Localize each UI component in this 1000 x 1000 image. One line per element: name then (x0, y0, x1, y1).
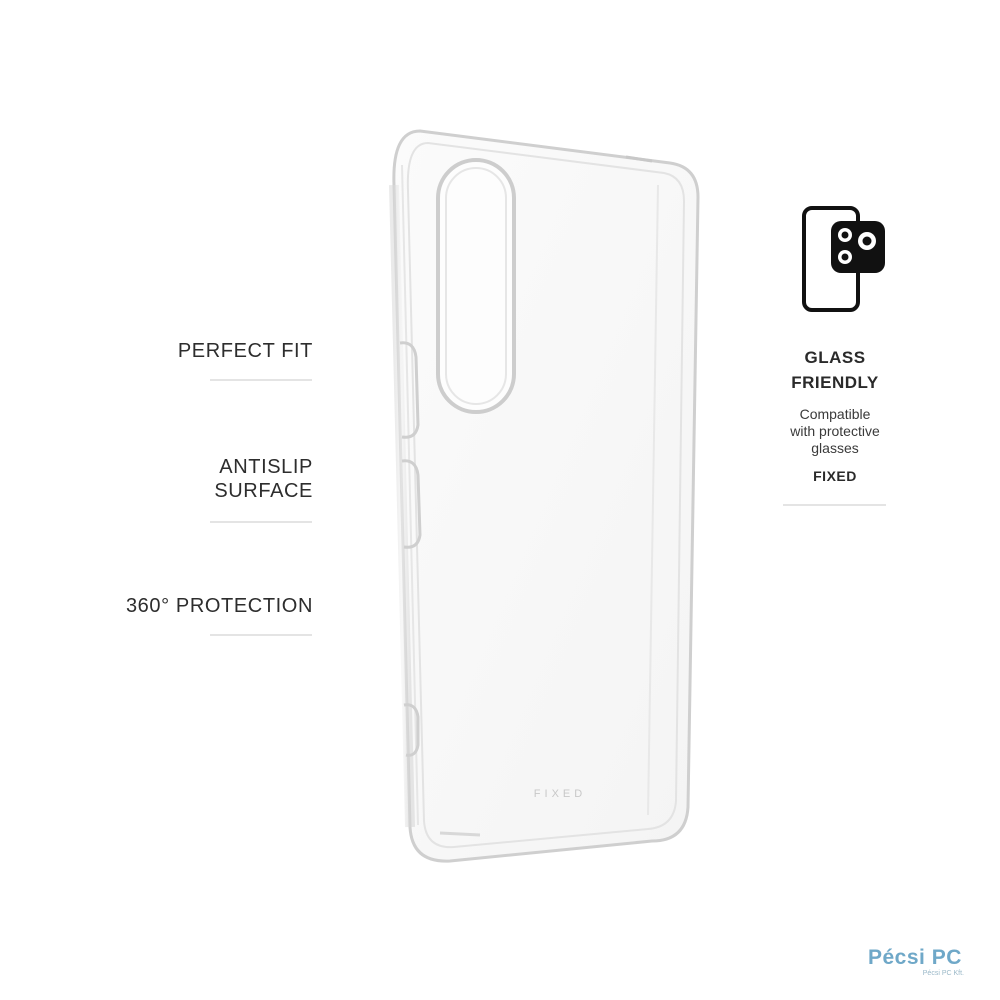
divider (210, 521, 312, 523)
watermark-logo: Pécsi PC Pécsi PC Kft. (868, 946, 968, 986)
camera-cutout (436, 158, 516, 414)
button-cover-volume (399, 341, 420, 439)
feature-perfect-fit: PERFECT FIT (100, 339, 313, 363)
watermark-sub: Pécsi PC Kft. (922, 970, 964, 977)
divider (783, 504, 886, 506)
glass-title-line: GLASS (804, 348, 866, 367)
watermark-brand: Pécsi PC (868, 946, 962, 969)
feature-antislip-surface: ANTISLIP SURFACE (100, 455, 313, 503)
feature-360-protection: 360° PROTECTION (100, 594, 313, 618)
feature-label: SURFACE (214, 480, 313, 502)
clear-phone-case-image: FIXED (389, 129, 700, 863)
glass-friendly-title: GLASS FRIENDLY (760, 345, 910, 395)
button-cover-small (403, 703, 420, 757)
divider (210, 379, 312, 381)
glass-desc-line: with protective (790, 423, 880, 439)
glass-friendly-description: Compatible with protective glasses (760, 406, 910, 457)
glass-desc-line: Compatible (799, 406, 871, 422)
case-logo: FIXED (534, 788, 586, 800)
feature-label: PERFECT FIT (177, 340, 313, 362)
glass-desc-line: glasses (811, 440, 859, 456)
feature-label: ANTISLIP (219, 456, 313, 478)
glass-friendly-brand: FIXED (813, 468, 857, 484)
glass-title-line: FRIENDLY (791, 373, 879, 392)
divider (210, 634, 312, 636)
phone-with-camera-lens-protector-icon (802, 206, 885, 312)
feature-label: 360° PROTECTION (125, 595, 313, 617)
button-cover-power (401, 459, 422, 549)
